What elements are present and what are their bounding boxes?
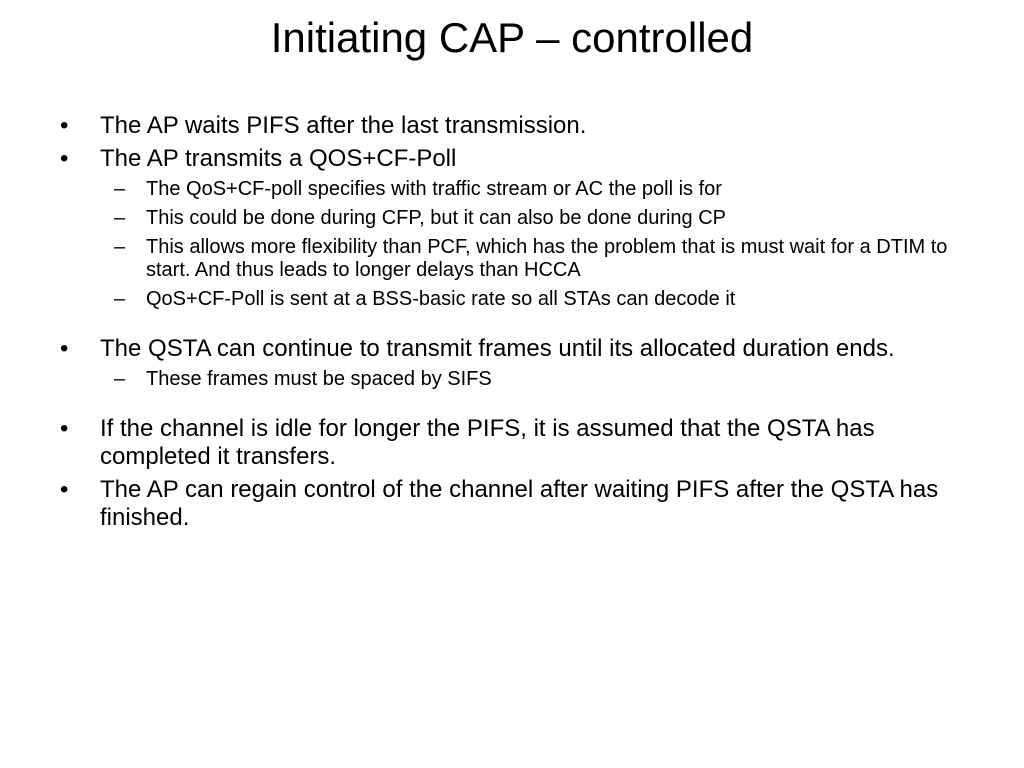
sub-bullet-mark: – <box>114 207 126 229</box>
bullet-mark: • <box>60 415 69 442</box>
bullet-text: The QSTA can continue to transmit frames… <box>100 335 895 362</box>
bullet-text: The AP waits PIFS after the last transmi… <box>100 112 587 139</box>
sub-bullet-mark: – <box>114 236 126 258</box>
bullet-item: • The AP waits PIFS after the last trans… <box>56 112 976 140</box>
sub-bullet-item: – This could be done during CFP, but it … <box>56 207 976 230</box>
bullet-item: • The AP transmits a QOS+CF-Poll <box>56 145 976 173</box>
sub-bullet-text: QoS+CF-Poll is sent at a BSS-basic rate … <box>146 288 736 310</box>
bullet-item: • The AP can regain control of the chann… <box>56 476 976 532</box>
sub-bullet-item: – These frames must be spaced by SIFS <box>56 368 976 391</box>
sub-bullet-item: – QoS+CF-Poll is sent at a BSS-basic rat… <box>56 288 976 311</box>
bullet-item: • The QSTA can continue to transmit fram… <box>56 335 976 363</box>
sub-bullet-text: This could be done during CFP, but it ca… <box>146 207 726 229</box>
bullet-text: If the channel is idle for longer the PI… <box>100 415 875 470</box>
sub-bullet-item: – This allows more flexibility than PCF,… <box>56 236 976 282</box>
bullet-text: The AP transmits a QOS+CF-Poll <box>100 145 457 172</box>
bullet-text: The AP can regain control of the channel… <box>100 476 939 531</box>
sub-bullet-text: These frames must be spaced by SIFS <box>146 368 492 390</box>
sub-bullet-text: This allows more flexibility than PCF, w… <box>146 236 948 281</box>
sub-bullet-mark: – <box>114 178 126 200</box>
sub-bullet-mark: – <box>114 288 126 310</box>
bullet-mark: • <box>60 112 69 139</box>
bullet-item: • If the channel is idle for longer the … <box>56 415 976 471</box>
spacer <box>56 317 976 335</box>
slide-content: • The AP waits PIFS after the last trans… <box>56 112 976 537</box>
sub-bullet-mark: – <box>114 368 126 390</box>
spacer <box>56 397 976 415</box>
bullet-mark: • <box>60 476 69 503</box>
bullet-mark: • <box>60 145 69 172</box>
slide-title: Initiating CAP – controlled <box>270 14 754 61</box>
sub-bullet-item: – The QoS+CF-poll specifies with traffic… <box>56 178 976 201</box>
sub-bullet-text: The QoS+CF-poll specifies with traffic s… <box>146 178 722 200</box>
bullet-mark: • <box>60 335 69 362</box>
